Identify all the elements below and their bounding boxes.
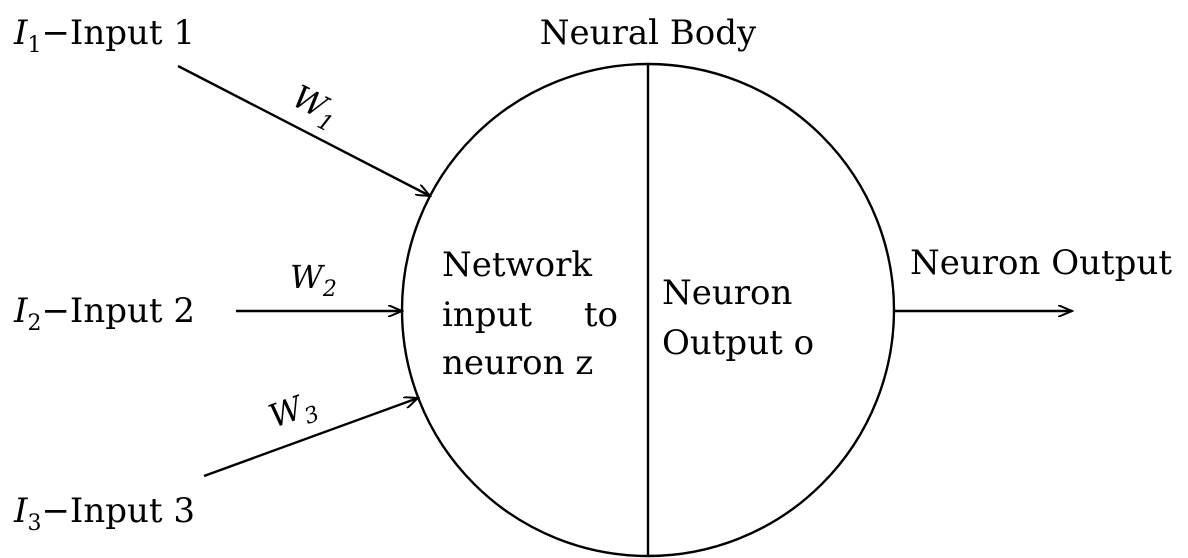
input-3-symbol: I [13,491,28,531]
network-input-line-2b: to [584,295,618,335]
input-3-arrow [203,398,418,478]
neural-body-title: Neural Body [540,13,757,53]
input-1-label: I1−Input 1 [13,13,195,58]
input-3-subscript: 3 [27,511,41,536]
input-3-label: I3−Input 3 [13,491,195,536]
network-input-line-2a: input [442,295,532,335]
input-1-symbol: I [13,13,28,53]
neuron-output-label: Neuron Output [910,243,1172,283]
neuron-output-line-1: Neuron [662,273,792,313]
input-1-arrow [177,64,430,196]
weight-1-label: W1 [284,77,346,137]
network-input-line-1: Network [442,245,592,285]
input-1-subscript: 1 [27,33,41,58]
input-2-text: −Input 2 [41,291,195,331]
weight-2-label: W2 [290,258,337,302]
weight-3-label: W3 [264,384,323,441]
neuron-output-line-2: Output o [662,323,814,363]
input-2-subscript: 2 [27,311,41,336]
network-input-line-3: neuron z [442,343,593,383]
input-2-label: I2−Input 2 [13,291,195,336]
input-1-text: −Input 1 [41,13,195,53]
input-3-text: −Input 3 [41,491,195,531]
input-2-symbol: I [13,291,28,331]
